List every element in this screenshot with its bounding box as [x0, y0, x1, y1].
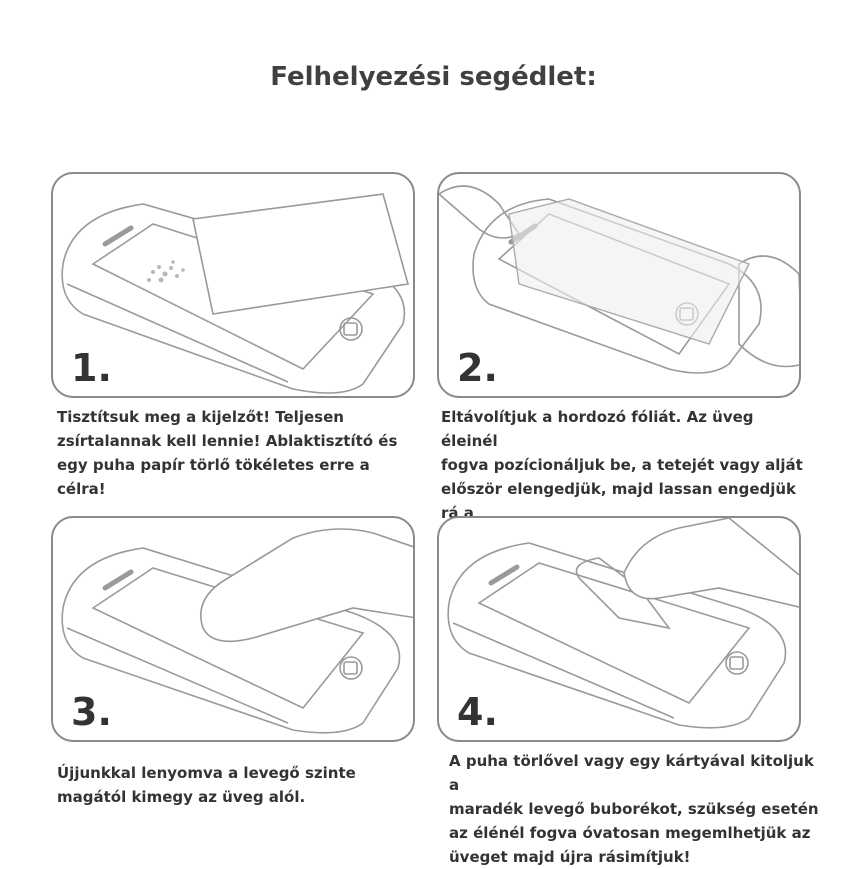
step-number: 1. — [71, 346, 112, 390]
step-number: 4. — [457, 690, 498, 734]
step-number: 2. — [457, 346, 498, 390]
glass-placement-illustration — [439, 185, 799, 374]
page-title: Felhelyezési segédlet: — [270, 62, 597, 92]
finger-press-illustration — [61, 528, 413, 734]
step-1-illustration: 1. — [51, 172, 415, 398]
phone-cleaning-illustration — [61, 193, 410, 394]
step-3-illustration: 3. — [51, 516, 415, 742]
step-2-illustration: 2. — [437, 172, 801, 398]
step-4-illustration: 4. — [437, 516, 801, 742]
step-4-caption: A puha törlővel vagy egy kártyával kitol… — [449, 752, 819, 866]
step-3-caption: Újjunkkal lenyomva a levegő szinte magát… — [57, 764, 356, 806]
step-number: 3. — [71, 690, 112, 734]
step-1-caption: Tisztítsuk meg a kijelzőt! Teljesen zsír… — [57, 408, 398, 498]
step-2-caption: Eltávolítjuk a hordozó fóliát. Az üveg é… — [441, 408, 803, 546]
bubble-removal-illustration — [447, 518, 799, 729]
